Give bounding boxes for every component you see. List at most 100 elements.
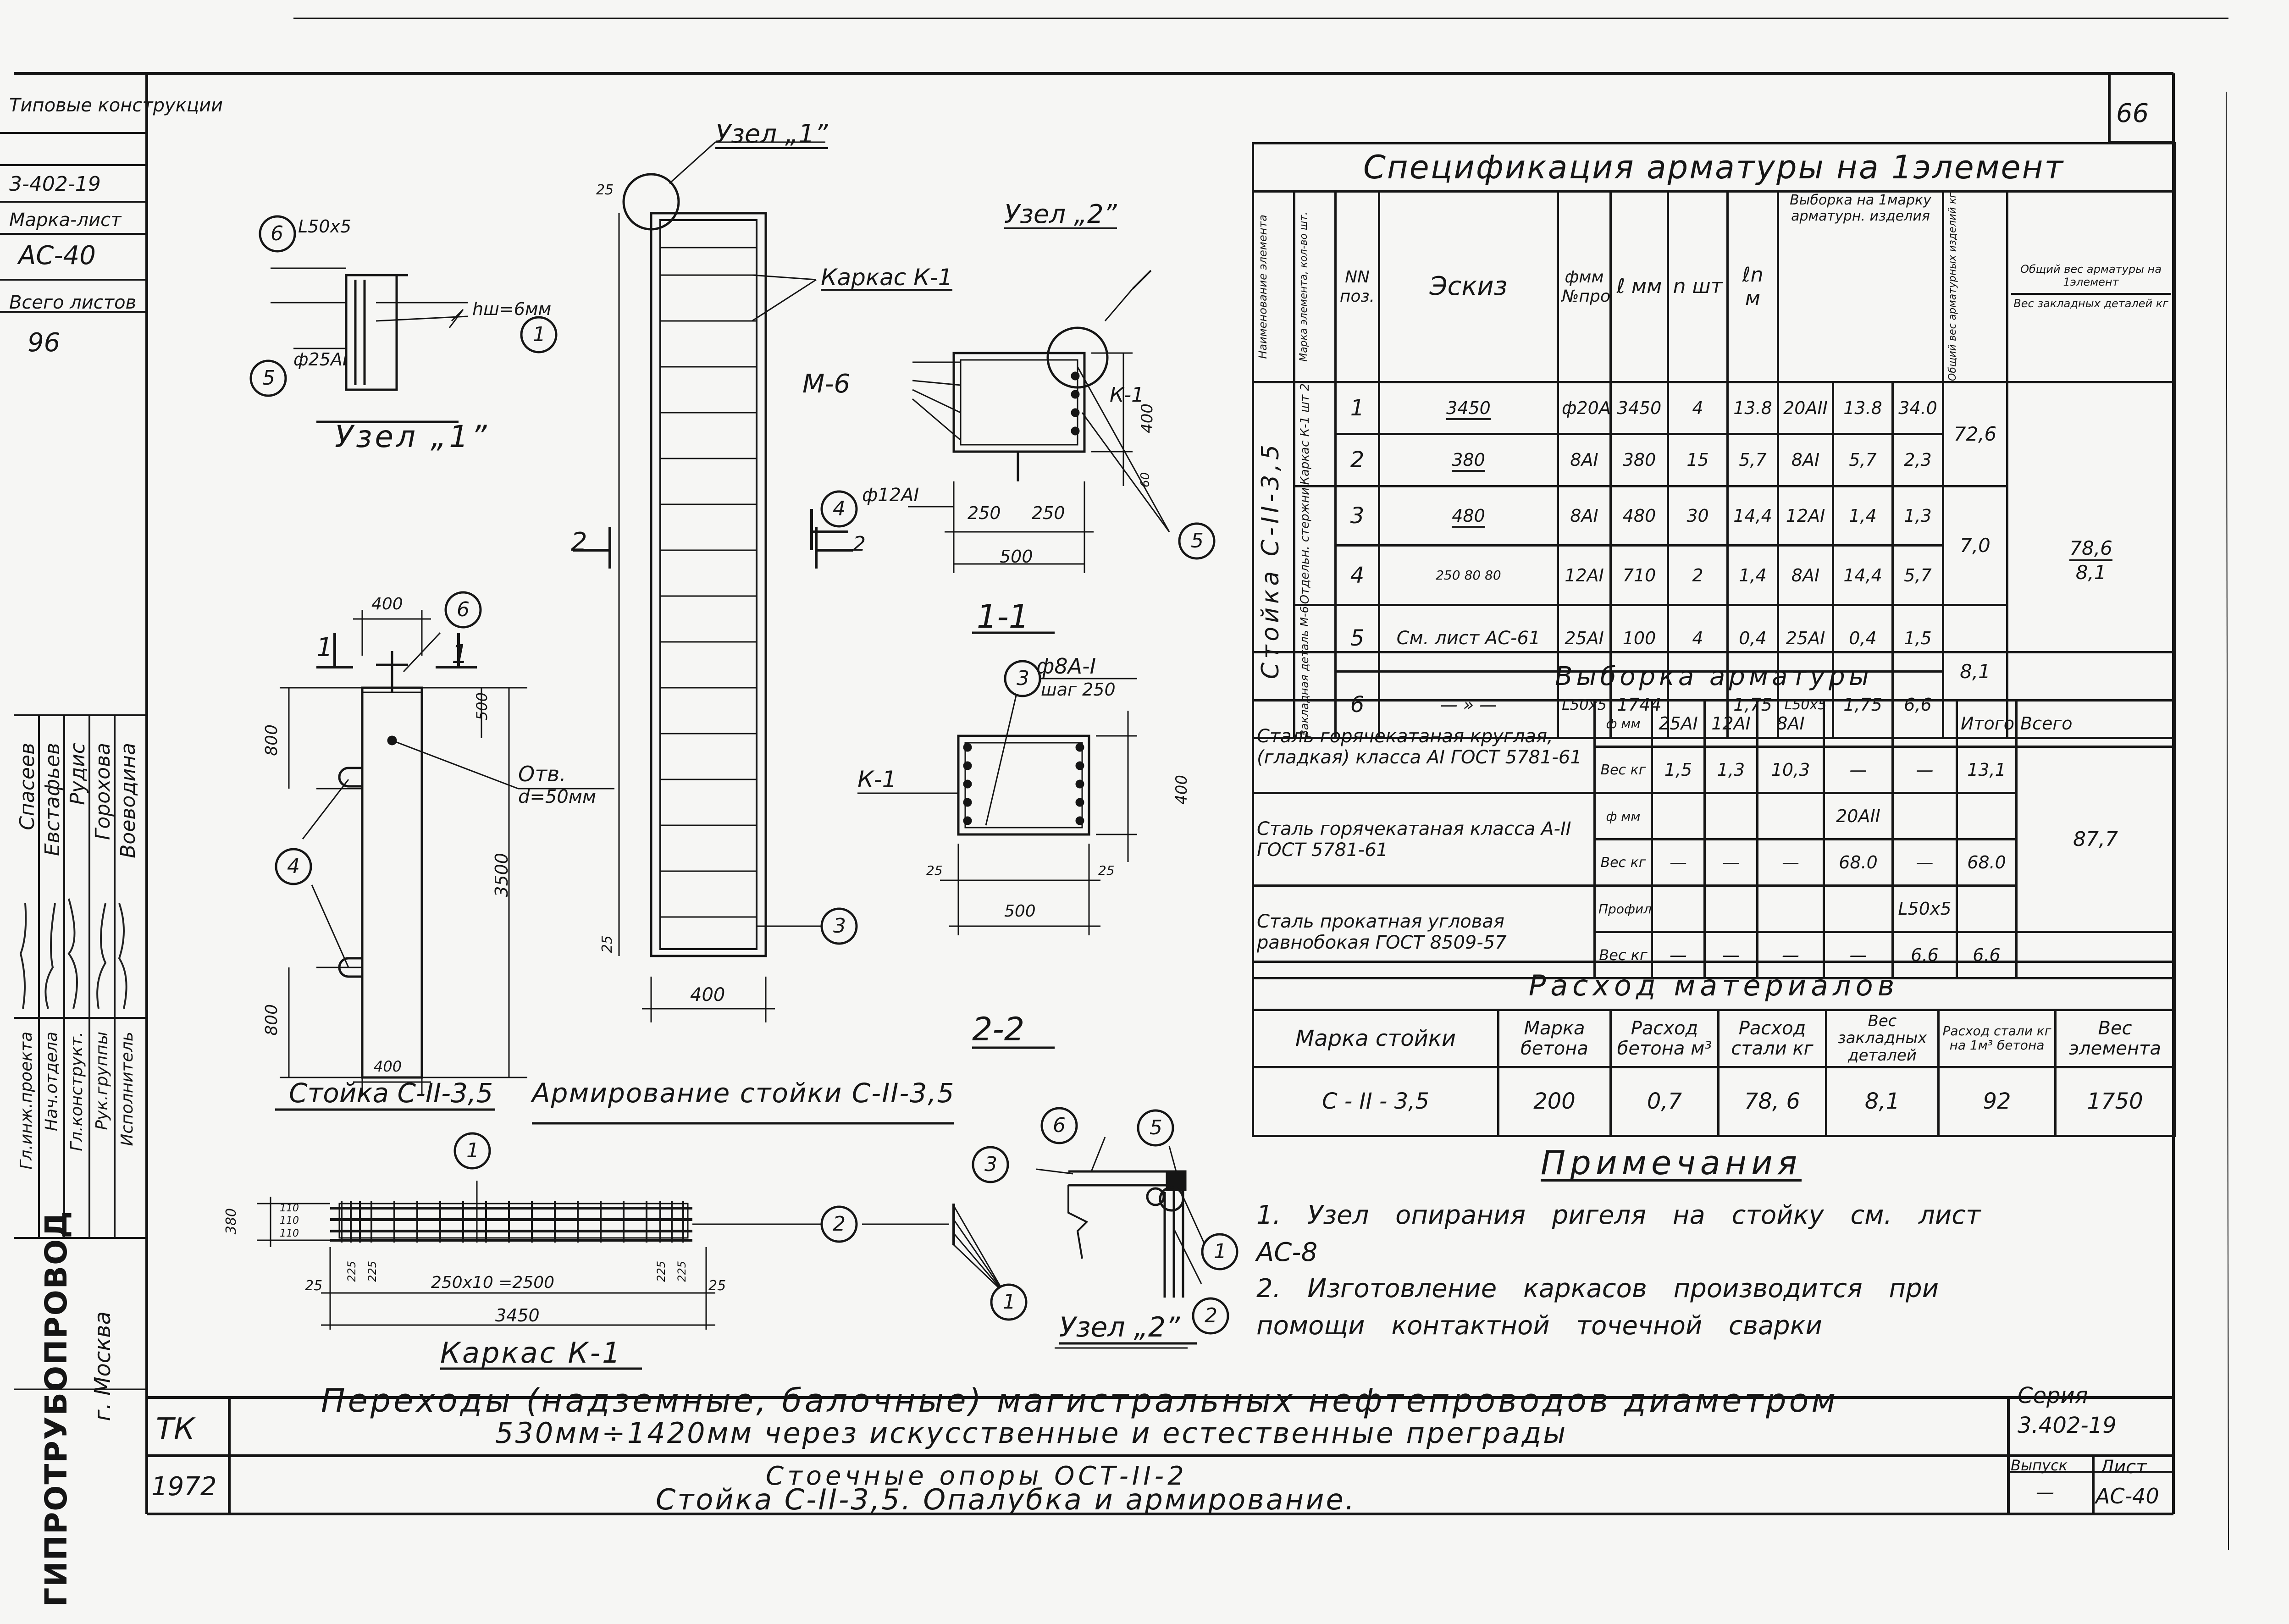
mark-5b: 5	[1191, 529, 1204, 552]
mark-4a: 4	[833, 497, 846, 520]
main-title-2: 530мм÷1420мм через искусственные и естес…	[495, 1416, 1568, 1450]
dim-k225d: 225	[675, 1261, 688, 1282]
section-arrow-2a: 2	[571, 527, 587, 557]
main-title-1: Переходы (надземные, балочные) магистрал…	[321, 1382, 1839, 1420]
dim-400f: 400	[1172, 775, 1191, 805]
tk-label: ТК	[156, 1412, 195, 1446]
uzel1-caption: Узел „1”	[335, 419, 490, 454]
dim-500b: 500	[1000, 547, 1033, 567]
mark-6a: 6	[271, 222, 283, 245]
list-value: АС-40	[2095, 1484, 2159, 1508]
dim-400a: 400	[371, 595, 403, 613]
dim-k380: 380	[223, 1208, 239, 1235]
dim-k25a: 25	[305, 1278, 323, 1294]
armirovanie-caption: Армирование стойки С-II-3,5	[532, 1077, 955, 1109]
dim-k225a: 225	[345, 1261, 358, 1282]
h-ln: ℓn м	[1726, 190, 1779, 384]
stamp-line-5: Всего листов	[9, 292, 137, 313]
dim-25c: 25	[926, 863, 943, 878]
h-sample: Выборка на 1марку арматурн. изделия	[1777, 190, 1944, 384]
section-arrow-1a: 1	[316, 633, 333, 663]
k1-label-a: К-1	[1110, 383, 1144, 407]
section-1-1-label: 1-1	[977, 598, 1029, 635]
dim-800b: 800	[262, 1004, 281, 1036]
dim-25b: 25	[599, 935, 615, 953]
spec-title: Спецификация арматуры на 1элемент	[1251, 142, 2176, 193]
h-mark: Марка элемента, кол-во шт.	[1293, 190, 1337, 384]
mark-1b: 1	[466, 1139, 479, 1162]
stamp-line-4: АС-40	[18, 241, 96, 271]
stamp-line-6: 96	[28, 328, 61, 358]
dim-k25b: 25	[708, 1278, 726, 1294]
dim-250a: 250	[968, 503, 1001, 523]
series-label: Серия	[2018, 1383, 2088, 1409]
h-pos: NN поз.	[1334, 190, 1380, 384]
otv-diameter: d=50мм	[518, 786, 597, 807]
mark-1c: 1	[1003, 1290, 1016, 1314]
dim-400b: 400	[374, 1058, 402, 1075]
handwritten-signatures	[19, 898, 127, 1009]
angle-profile-label: L50х5	[298, 216, 352, 237]
dim-k225c: 225	[655, 1261, 668, 1282]
dim-500a: 500	[473, 692, 491, 721]
h-sketch: Эскиз	[1378, 190, 1559, 384]
spec-table: Спецификация арматуры на 1элемент Наимен…	[1251, 142, 2176, 740]
uzel2-top-label: Узел „2”	[1004, 199, 1117, 229]
dim-3500: 3500	[492, 853, 512, 897]
mark-6c: 6	[1053, 1114, 1066, 1137]
step-label: шаг 250	[1041, 679, 1116, 700]
mark-2a: 2	[833, 1212, 846, 1236]
stamp-line-1: Типовые конструкции	[9, 95, 223, 116]
otv-label: Отв.	[518, 762, 566, 786]
materials-table: Расход материалов Марка стойки Марка бет…	[1251, 961, 2176, 1137]
mark-3c: 3	[984, 1153, 997, 1176]
dim-60: 60	[1139, 472, 1152, 488]
list-label: Лист	[2100, 1457, 2147, 1478]
vyborka-title: Выборка арматуры	[1252, 651, 2176, 702]
mark-3a: 3	[833, 914, 846, 938]
mark-1d: 1	[1214, 1240, 1227, 1263]
mark-2b: 2	[1205, 1304, 1217, 1327]
stoyka-caption: Стойка С-II-3,5	[289, 1077, 493, 1109]
dim-500c: 500	[1004, 902, 1036, 921]
sub-title-1: Стоечные опоры ОСТ-II-2	[766, 1461, 1188, 1491]
m6-label: М-6	[802, 369, 851, 399]
dim-k3450: 3450	[495, 1305, 540, 1326]
mark-3b: 3	[1017, 667, 1029, 690]
mark-5c: 5	[1150, 1116, 1162, 1139]
year: 1972	[151, 1472, 217, 1502]
dim-k2500: 250х10 =2500	[431, 1273, 555, 1292]
materials-title: Расход материалов	[1251, 961, 2176, 1011]
uzel2-caption: Узел „2”	[1059, 1311, 1180, 1343]
uzel1-top-label: Узел „1”	[715, 119, 828, 149]
mark-6b: 6	[457, 598, 470, 621]
d8-label: ф8А-I	[1036, 654, 1096, 679]
h-n: n шт	[1667, 190, 1729, 384]
h-dia: фмм №профиля	[1557, 190, 1612, 384]
sub-title-2: Стойка С-II-3,5. Опалубка и армирование.	[656, 1483, 1356, 1516]
k1-label-b: К-1	[857, 766, 897, 793]
sheet-number: 66	[2116, 99, 2149, 128]
dim-400c: 400	[690, 984, 725, 1005]
dim-250b: 250	[1032, 503, 1065, 523]
section-arrow-1b: 1	[452, 640, 468, 669]
dim-k110b: 110	[280, 1215, 299, 1226]
h-name: Наименование элемента	[1252, 190, 1295, 384]
dim-800a: 800	[262, 724, 281, 756]
series-value: 3.402-19	[2018, 1413, 2117, 1438]
note-2: 2. Изготовление каркасов производится пр…	[1256, 1274, 1939, 1341]
stamp-lines	[0, 132, 147, 313]
vyborka-table: Выборка арматуры Сталь горячекатаная кру…	[1252, 651, 2176, 979]
stamp-line-3: Марка-лист	[9, 210, 122, 231]
mark-4b: 4	[287, 855, 300, 878]
dim-k110a: 110	[280, 1203, 299, 1214]
d12-label: ф12АI	[862, 485, 919, 506]
dim-25a: 25	[596, 182, 614, 198]
vypusk-label: Выпуск	[2011, 1457, 2068, 1474]
d25-label: ф25АI	[293, 349, 348, 370]
h-l: ℓ мм	[1609, 190, 1669, 384]
h-total-w: Общий вес арматурных изделий кг	[1942, 190, 2008, 384]
dim-25d: 25	[1098, 863, 1115, 878]
